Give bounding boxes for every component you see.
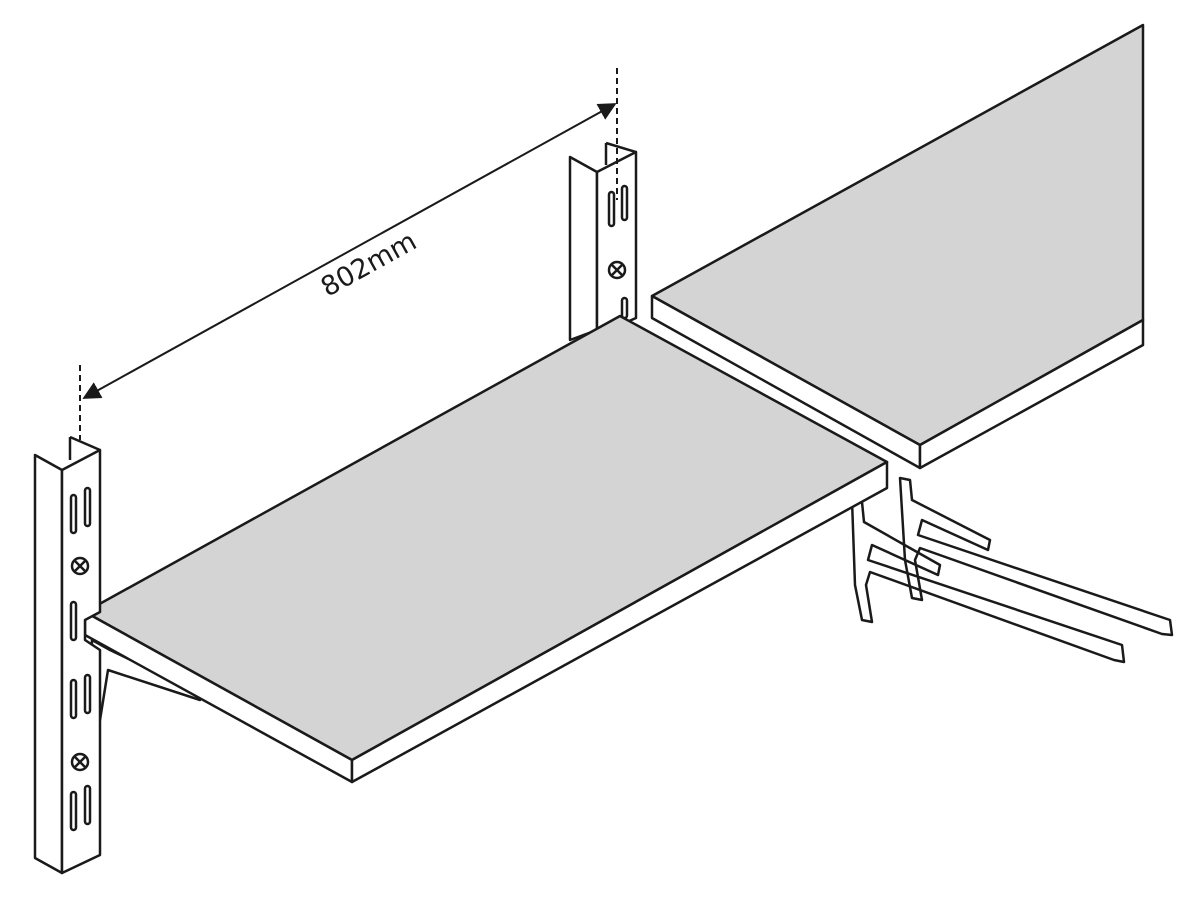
right-shelf bbox=[650, 23, 1145, 470]
dimension-label: 802mm bbox=[316, 226, 422, 304]
back-upright bbox=[568, 141, 638, 342]
right-brackets bbox=[850, 476, 1174, 664]
left-upright bbox=[33, 435, 102, 875]
dimension-arrow bbox=[82, 103, 617, 399]
left-shelf bbox=[83, 314, 889, 784]
